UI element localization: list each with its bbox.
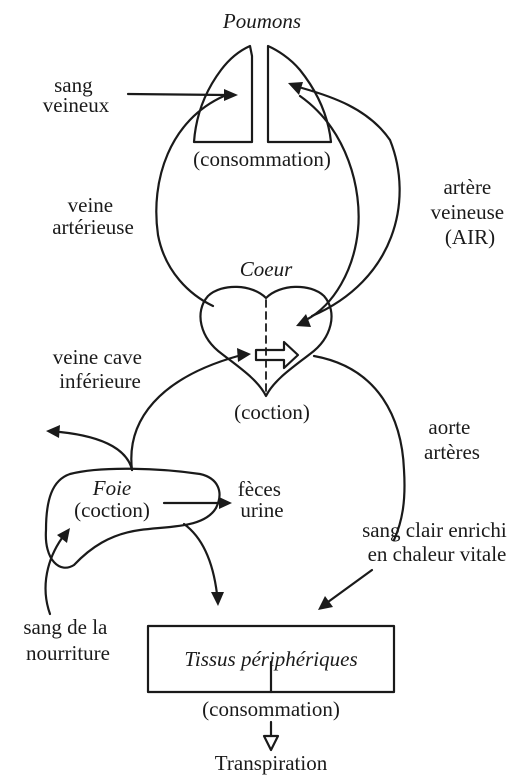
vena-cava-path [131,356,238,470]
venous-blood-arrow [128,94,226,95]
clear-blood-arrowhead [318,596,333,610]
liver-title: Foie [92,476,131,500]
lungs-consumption-label: (consommation) [193,147,331,171]
arterial-vein-label: veine artérieuse [52,193,134,239]
vena-cava-label: veine cave inférieure [53,345,147,393]
aorta-label: aorte artères [424,415,480,464]
liver-exit-arrow-path [60,432,132,470]
clear-blood-label: sang clair enrichi en chaleur vitale [362,518,512,566]
lungs-title: Poumons [222,9,301,33]
transpiration-label: Transpiration [215,751,328,775]
liver-to-tissues-arrowhead [211,592,224,606]
feces-label: fèces urine [238,477,286,522]
venous-blood-label: sang veineux [43,73,110,117]
tissues-consumption-label: (consommation) [202,697,340,721]
heart-title: Coeur [240,257,293,281]
venous-artery-to-lungs-arrowhead [288,82,303,95]
liver-to-tissues-path [184,524,217,594]
food-blood-label: sang de la nourriture [23,615,112,665]
transpiration-arrowhead [264,736,278,750]
heart-passage-arrow [256,342,298,368]
arterial-vein-path [156,96,224,306]
vena-cava-arrowhead [237,348,251,362]
heart-coction-label: (coction) [234,400,310,424]
venous-blood-arrowhead [224,89,238,101]
clear-blood-arrow [328,570,372,602]
feces-arrowhead [219,497,232,509]
venous-artery-label: artère veineuse (AIR) [431,175,510,249]
aorta-path [314,356,405,540]
venous-artery-to-lungs-path [302,88,400,316]
liver-exit-arrowhead [46,425,60,438]
liver-coction-label: (coction) [74,498,150,522]
venous-artery-to-heart-arrowhead [296,314,311,327]
